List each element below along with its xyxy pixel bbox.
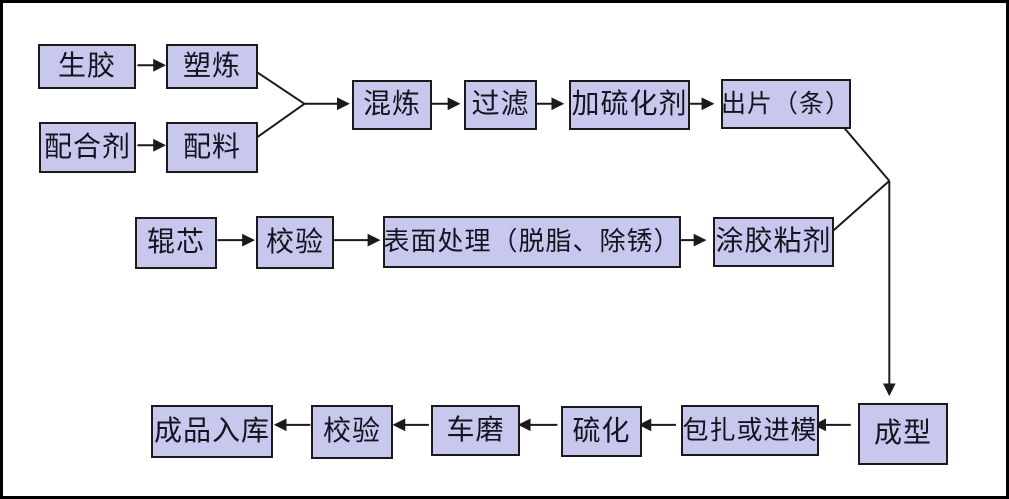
node-mixing: 混炼: [352, 80, 432, 130]
node-vulcanizing: 硫化: [561, 406, 642, 457]
node-raw-rubber: 生胶: [38, 44, 136, 89]
node-final-inspection: 校验: [311, 405, 393, 459]
node-wrap-or-mold: 包扎或进模: [681, 405, 819, 456]
node-forming: 成型: [858, 403, 948, 465]
node-plastication: 塑炼: [166, 44, 258, 89]
node-finished-goods-storage: 成品入库: [151, 405, 273, 458]
node-filtering: 过滤: [464, 80, 537, 130]
node-surface-treatment: 表面处理（脱脂、除锈）: [383, 216, 681, 268]
node-add-vulcanizing-agent: 加硫化剂: [569, 80, 690, 130]
node-turning-grinding: 车磨: [431, 405, 520, 456]
node-sheeting: 出片（条）: [721, 79, 851, 129]
node-compounding-agent: 配合剂: [39, 122, 136, 173]
node-roller-core: 辊芯: [135, 217, 217, 269]
node-core-inspection: 校验: [256, 216, 334, 269]
node-batching: 配料: [166, 122, 258, 173]
node-apply-adhesive: 涂胶粘剂: [713, 217, 834, 267]
